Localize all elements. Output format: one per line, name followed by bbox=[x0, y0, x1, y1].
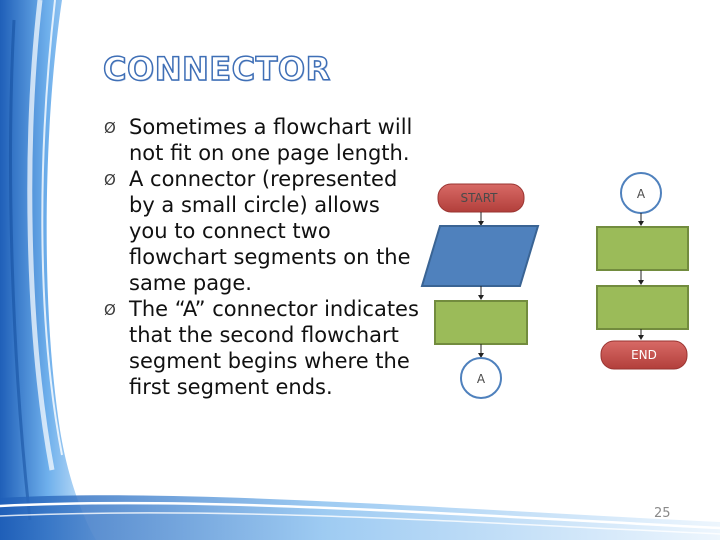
arrow-head-icon bbox=[638, 221, 644, 226]
flowchart-segment-2: A END bbox=[596, 172, 689, 370]
arrow-bullet-icon: Ø bbox=[104, 301, 116, 319]
slide-title: CONNECTOR bbox=[102, 49, 331, 89]
decorative-left-swoosh bbox=[0, 0, 96, 540]
arrow-bullet-icon: Ø bbox=[104, 171, 116, 189]
connector-circle-a bbox=[460, 357, 502, 399]
connector-label: A bbox=[477, 372, 486, 386]
process-box bbox=[596, 285, 689, 330]
page-number: 25 bbox=[654, 506, 671, 521]
arrow-head-icon bbox=[478, 295, 484, 300]
flowchart-segment-1: START A bbox=[420, 183, 540, 399]
connector-label: A bbox=[637, 187, 646, 201]
bullet-text: Sometimes a flowchart will not fit on on… bbox=[129, 115, 413, 165]
arrow-head-icon bbox=[478, 353, 484, 358]
arrow-head-icon bbox=[478, 221, 484, 226]
end-label: END bbox=[631, 348, 657, 362]
bullet-text: The “A” connector indicates that the sec… bbox=[129, 297, 419, 399]
end-terminal bbox=[600, 340, 688, 370]
bullet-item: Ø Sometimes a flowchart will not fit on … bbox=[104, 114, 424, 166]
arrow-head-icon bbox=[638, 335, 644, 340]
arrow-head-icon bbox=[638, 280, 644, 285]
start-label: START bbox=[460, 191, 498, 205]
arrow-bullet-icon: Ø bbox=[104, 119, 116, 137]
bullet-item: Ø A connector (represented by a small ci… bbox=[104, 166, 424, 296]
process-box bbox=[434, 300, 528, 345]
process-box bbox=[596, 226, 689, 271]
decorative-bottom-swoosh bbox=[0, 480, 720, 540]
bullet-list: Ø Sometimes a flowchart will not fit on … bbox=[104, 114, 424, 400]
input-output-parallelogram bbox=[420, 225, 540, 287]
bullet-text: A connector (represented by a small circ… bbox=[129, 167, 411, 295]
bullet-item: Ø The “A” connector indicates that the s… bbox=[104, 296, 424, 400]
